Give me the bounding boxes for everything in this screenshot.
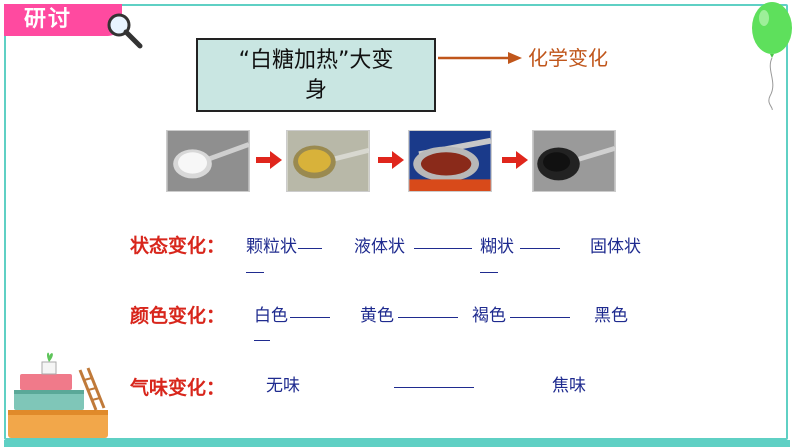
dash bbox=[394, 387, 474, 388]
state-value: 液体状 bbox=[354, 237, 405, 257]
bottom-bar bbox=[4, 440, 790, 447]
state-change-label: 状态变化： bbox=[130, 235, 226, 257]
spoon-photo-white bbox=[166, 130, 250, 192]
dash bbox=[520, 248, 560, 249]
dash bbox=[254, 340, 270, 341]
dash bbox=[298, 248, 322, 249]
smell-change-label: 气味变化： bbox=[130, 377, 226, 399]
dash bbox=[510, 317, 570, 318]
result-label: 化学变化 bbox=[528, 46, 608, 70]
arrow-icon bbox=[438, 52, 522, 64]
smell-value: 无味 bbox=[266, 376, 300, 396]
magnifier-icon bbox=[107, 13, 143, 49]
spoon-photo-brown bbox=[408, 130, 492, 192]
dash bbox=[480, 272, 498, 273]
topic-tag: 研讨 bbox=[4, 4, 122, 36]
color-value: 黄色 bbox=[360, 306, 394, 326]
topic-label: 研讨 bbox=[24, 7, 73, 32]
state-value: 颗粒状 bbox=[246, 237, 297, 257]
spoon-photo-yellow bbox=[286, 130, 370, 192]
arrow-icon bbox=[378, 151, 404, 169]
arrow-icon bbox=[502, 151, 528, 169]
dash bbox=[246, 272, 264, 273]
title-line-1: “白糖加热”大变 bbox=[238, 48, 394, 73]
dash bbox=[414, 248, 472, 249]
color-value: 白色 bbox=[254, 306, 288, 326]
state-value: 糊状 bbox=[480, 237, 514, 257]
title-line-2: 身 bbox=[304, 78, 327, 103]
dash bbox=[290, 317, 330, 318]
color-value: 褐色 bbox=[472, 306, 506, 326]
slide-frame bbox=[4, 4, 788, 440]
smell-value: 焦味 bbox=[552, 376, 586, 396]
color-change-label: 颜色变化： bbox=[130, 305, 226, 327]
arrow-icon bbox=[256, 151, 282, 169]
title-box: “白糖加热”大变 身 bbox=[196, 38, 436, 112]
dash bbox=[398, 317, 458, 318]
state-value: 固体状 bbox=[590, 237, 641, 257]
books-icon bbox=[8, 352, 108, 438]
balloon-icon bbox=[752, 2, 792, 110]
color-value: 黑色 bbox=[594, 306, 628, 326]
spoon-photo-black bbox=[532, 130, 616, 192]
